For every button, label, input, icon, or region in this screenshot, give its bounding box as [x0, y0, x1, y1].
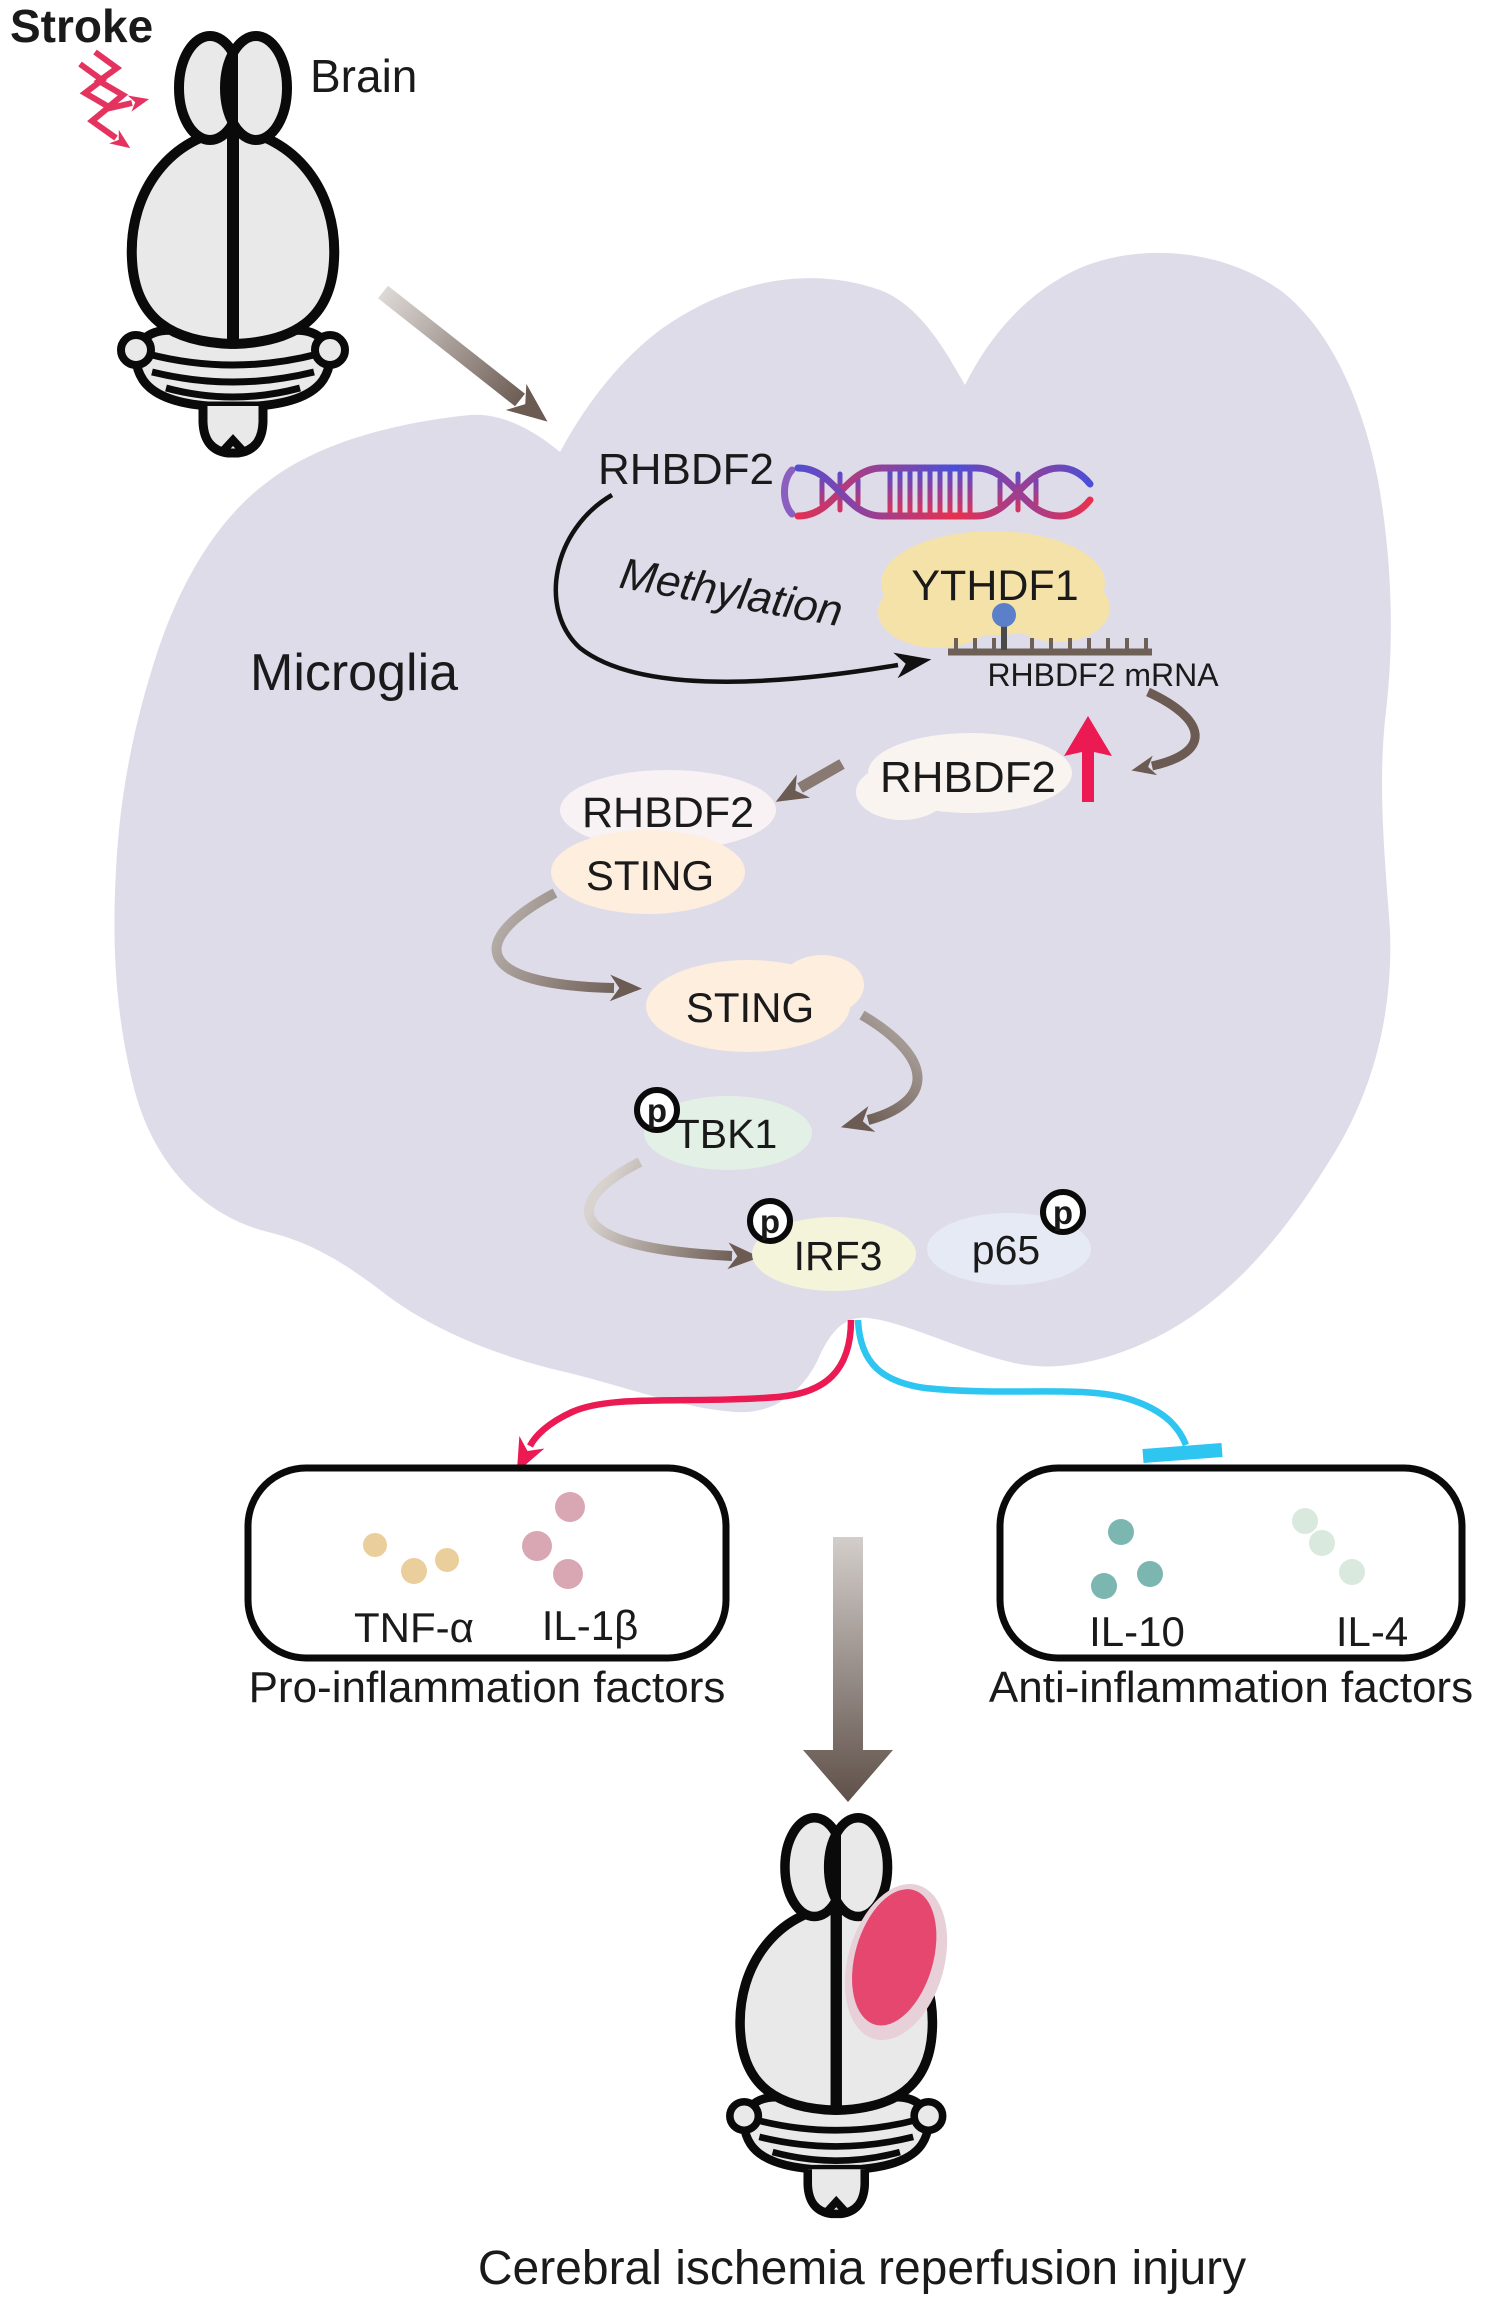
brain-illustration-bottom	[730, 1818, 964, 2214]
tbk1-label: TBK1	[675, 1111, 778, 1157]
il4-dots	[1292, 1508, 1365, 1585]
ythdf1-label: YTHDF1	[911, 562, 1078, 610]
svg-text:p: p	[647, 1092, 667, 1129]
il10-label: IL-10	[1089, 1608, 1185, 1655]
p65-label: p65	[972, 1227, 1040, 1273]
figure-caption: Cerebral ischemia reperfusion injury	[478, 2242, 1246, 2295]
protein-to-complex-arrow	[775, 759, 845, 802]
complex-rhbdf2-label: RHBDF2	[582, 789, 754, 837]
rhbdf2-gene-label: RHBDF2	[598, 445, 774, 494]
ythdf1-blob	[878, 531, 1110, 648]
promote-pro-inflammation-arrow	[516, 1319, 855, 1473]
m6a-mark-icon	[992, 603, 1016, 650]
tbk1-to-irf3-arrow	[584, 1157, 760, 1270]
irf3-label: IRF3	[794, 1233, 883, 1279]
il1b-dots	[522, 1492, 585, 1589]
rhbdf2-protein-blob	[856, 733, 1072, 820]
complex-sting-blob	[551, 830, 745, 914]
methylation-arrow	[553, 493, 932, 684]
cell-to-injury-arrow	[803, 1537, 893, 1802]
anti-inflammation-title: Anti-inflammation factors	[989, 1663, 1473, 1712]
il1b-label: IL-1β	[542, 1602, 639, 1649]
tnf-label: TNF-α	[354, 1604, 474, 1651]
mrna-label: RHBDF2 mRNA	[987, 657, 1219, 693]
infarct-region	[844, 1883, 948, 2041]
mrna-icon	[948, 638, 1152, 656]
svg-text:p: p	[760, 1203, 780, 1240]
complex-rhbdf2-blob	[560, 770, 776, 850]
complex-sting-label: STING	[586, 852, 714, 899]
pro-inflammation-title: Pro-inflammation factors	[249, 1663, 726, 1712]
dna-helix-icon	[781, 464, 1094, 520]
phospho-badge-tbk1: p	[634, 1087, 680, 1133]
tbk1-blob	[644, 1096, 812, 1170]
anti-inflammation-box: IL-10 IL-4	[996, 1464, 1466, 1662]
tnf-dots	[363, 1533, 459, 1584]
p65-blob	[927, 1213, 1091, 1285]
il10-dots	[1091, 1519, 1163, 1599]
microglia-label: Microglia	[250, 644, 458, 702]
phospho-badge-p65: p	[1040, 1189, 1086, 1235]
irf3-blob	[752, 1217, 916, 1291]
brain-label: Brain	[310, 50, 417, 102]
il4-label: IL-4	[1336, 1608, 1408, 1655]
phospho-badge-irf3: p	[747, 1198, 793, 1244]
complex-to-sting-arrow	[491, 888, 642, 1002]
sting-to-tbk1-arrow	[840, 1010, 923, 1132]
brain-to-cell-arrow	[378, 285, 548, 422]
mrna-to-protein-arrow	[1131, 687, 1200, 776]
inhibit-anti-inflammation-line	[854, 1319, 1223, 1463]
stroke-zigzag-icon	[78, 49, 150, 149]
sting-blob	[646, 955, 864, 1052]
stroke-label: Stroke	[10, 0, 153, 52]
rhbdf2-protein-label: RHBDF2	[880, 753, 1056, 802]
sting-label: STING	[686, 984, 814, 1031]
svg-text:p: p	[1053, 1194, 1073, 1231]
pro-inflammation-box: TNF-α IL-1β	[244, 1464, 730, 1662]
upregulation-arrow-icon	[1064, 716, 1112, 802]
